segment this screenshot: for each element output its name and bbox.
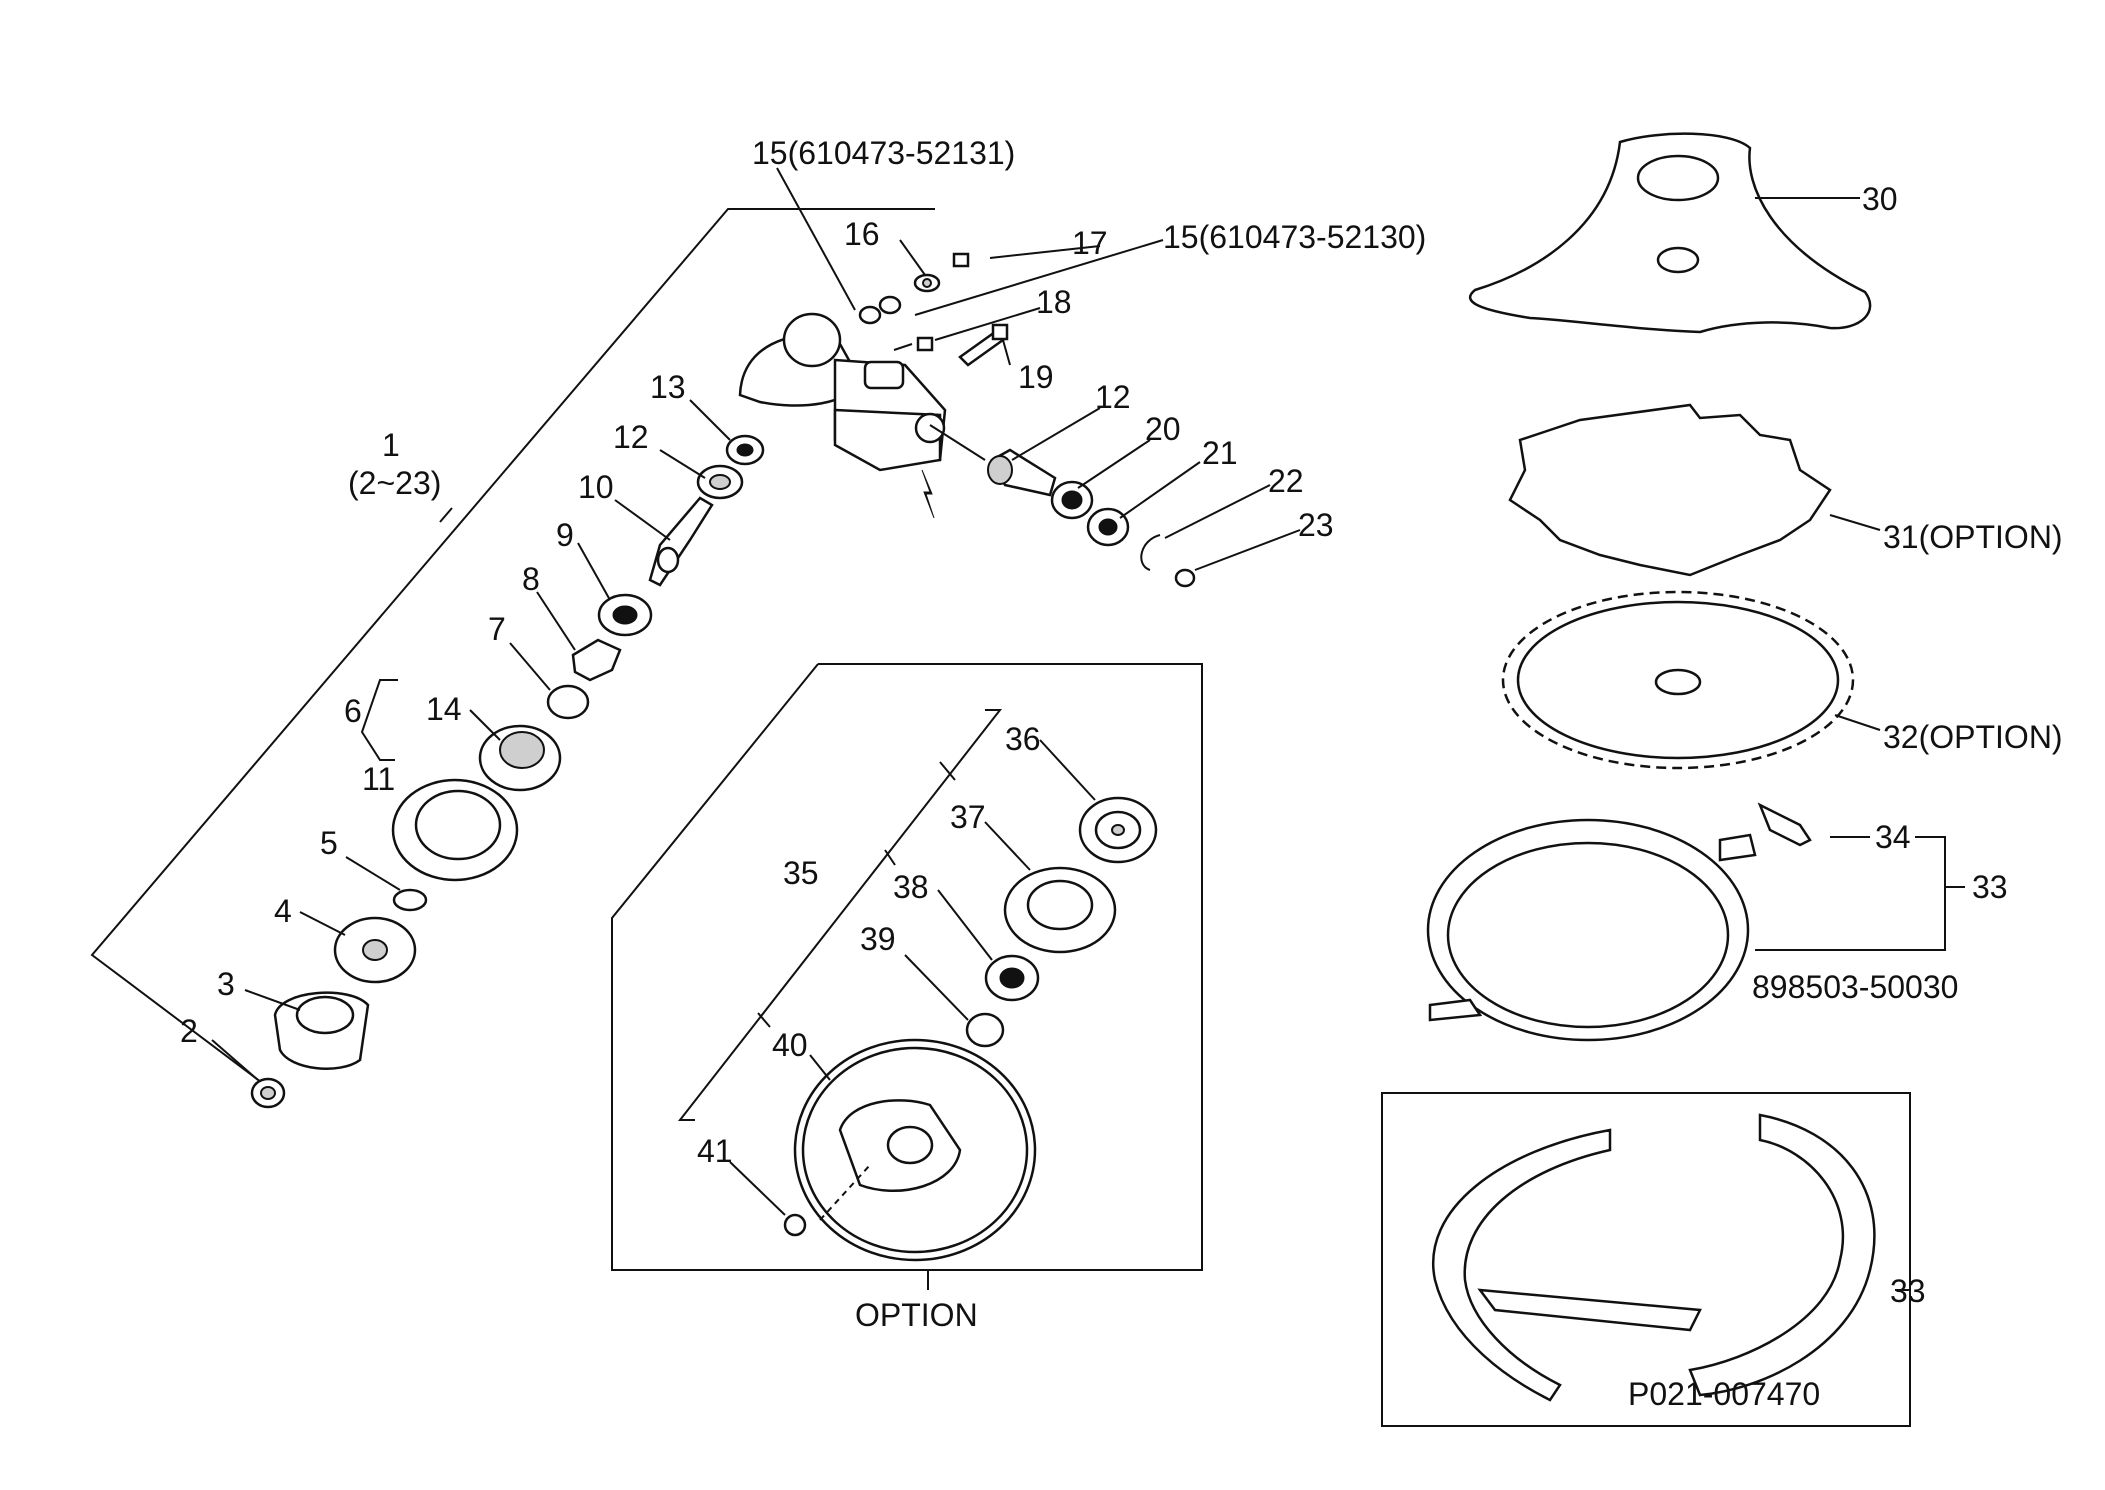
- callout-8: 8: [522, 561, 540, 597]
- callout-20: 20: [1145, 411, 1181, 447]
- callout-30: 30: [1862, 181, 1898, 217]
- callout-2: 2: [180, 1013, 198, 1049]
- callout-1: 1: [382, 427, 400, 463]
- part-18-bolt: [916, 336, 934, 352]
- part-34-bracket: [1757, 802, 1812, 847]
- part-17-bolt: [952, 252, 970, 268]
- part-41-bolt: [783, 1213, 807, 1237]
- guard-part-number: 898503-50030: [1752, 969, 1958, 1005]
- assembly-1-bracket: [90, 208, 935, 1086]
- part-7-clip: [546, 684, 590, 720]
- guard-33: [1426, 802, 1965, 1042]
- callout-21: 21: [1202, 435, 1238, 471]
- callout-13: 13: [650, 369, 686, 405]
- output-shaft-parts: [987, 448, 1196, 588]
- part-15-oring-a: [858, 305, 882, 325]
- callout-15a: 15(610473-52131): [752, 135, 1015, 171]
- blade-32: [1501, 590, 1881, 770]
- callout-15b: 15(610473-52130): [1163, 219, 1426, 255]
- callout-11: 11: [362, 761, 395, 797]
- callout-16: 16: [844, 216, 880, 252]
- callout-6: 6: [344, 693, 362, 729]
- callout-32: 32(OPTION): [1883, 719, 2063, 755]
- callout-1-range: (2~23): [348, 465, 441, 501]
- guard-alt-part-number: P021-007470: [1628, 1376, 1820, 1412]
- callout-23: 23: [1298, 507, 1334, 543]
- callout-22: 22: [1268, 463, 1304, 499]
- callout-41: 41: [697, 1133, 733, 1169]
- callout-34: 34: [1875, 819, 1911, 855]
- callout-35: 35: [783, 855, 819, 891]
- guard-alt-box: [1381, 1092, 1911, 1427]
- shaft-stack: [250, 434, 765, 1109]
- callout-39: 39: [860, 921, 896, 957]
- blade-30: [1468, 132, 1872, 334]
- callout-10: 10: [578, 469, 614, 505]
- callout-37: 37: [950, 799, 986, 835]
- callout-19: 19: [1018, 359, 1054, 395]
- part-8-plate: [571, 638, 622, 682]
- blade-31: [1508, 403, 1881, 577]
- part-10-shaft: [648, 496, 714, 587]
- callout-33a: 33: [1972, 869, 2008, 905]
- callout-3: 3: [217, 966, 235, 1002]
- callout-17: 17: [1072, 225, 1108, 261]
- callout-5: 5: [320, 825, 338, 861]
- leader-lines: [211, 167, 1301, 1081]
- callout-12b: 12: [1095, 379, 1131, 415]
- callout-7: 7: [488, 611, 506, 647]
- callout-4: 4: [274, 893, 292, 929]
- gear-case: [738, 312, 986, 519]
- part-23-ring: [1174, 568, 1196, 588]
- callout-36: 36: [1005, 721, 1041, 757]
- callout-33b: 33: [1890, 1273, 1926, 1309]
- part-15-oring-b: [878, 295, 902, 315]
- part-5-washer: [392, 888, 428, 912]
- hardware-parts: [858, 252, 1009, 367]
- option-label: OPTION: [855, 1297, 978, 1333]
- callout-40: 40: [772, 1027, 808, 1063]
- callout-18: 18: [1036, 284, 1072, 320]
- part-39-collar: [965, 1012, 1005, 1048]
- callout-38: 38: [893, 869, 929, 905]
- callout-labels: 15(610473-52131) 16 17 15(610473-52130) …: [180, 135, 2063, 1412]
- callout-14: 14: [426, 691, 462, 727]
- callout-12a: 12: [613, 419, 649, 455]
- callout-9: 9: [556, 517, 574, 553]
- callout-31: 31(OPTION): [1883, 519, 2063, 555]
- part-22-clip: [1140, 534, 1161, 571]
- option-box: [611, 663, 1203, 1290]
